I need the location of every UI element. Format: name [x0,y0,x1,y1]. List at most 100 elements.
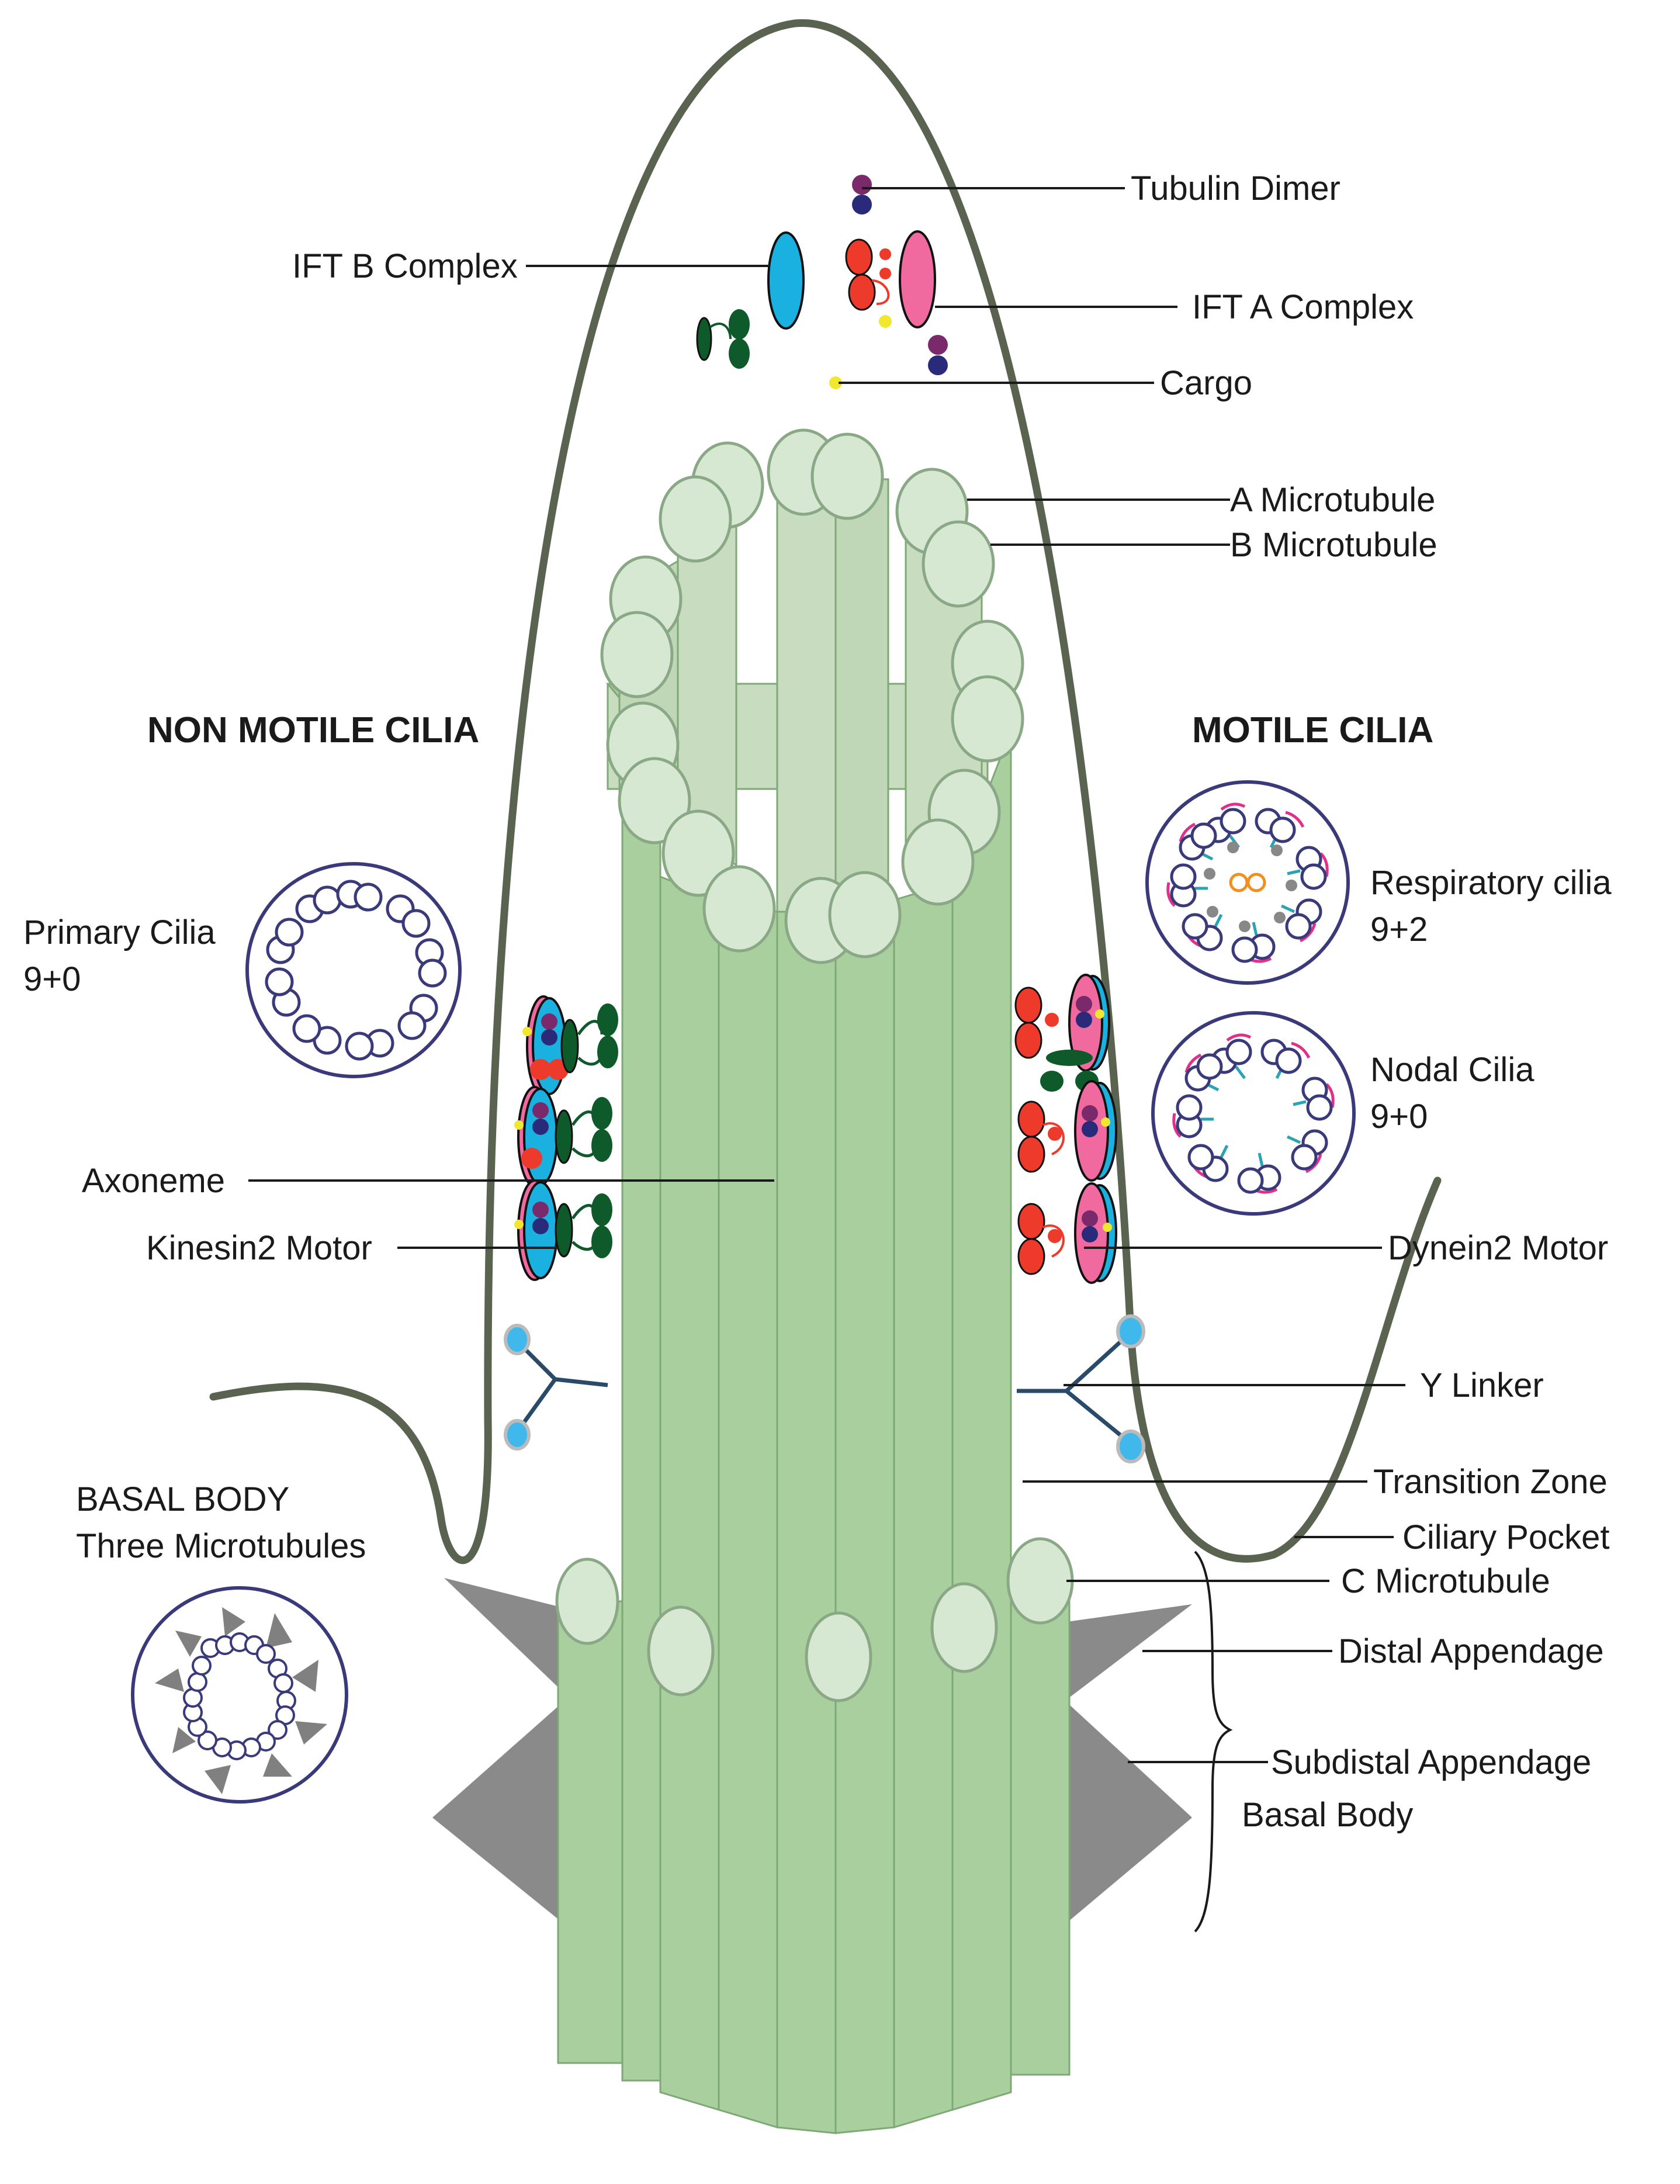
c-microtubule-label: C Microtubule [1341,1562,1550,1600]
tubulin-dimer-icon [532,1119,549,1135]
kinesin-head-icon [560,1019,579,1074]
motor-red-icon [1017,1100,1045,1138]
column-light-center-2 [834,478,889,913]
distal-appendage-label: Distal Appendage [1338,1632,1604,1670]
anterograde-train [514,995,618,1281]
tubulin-dimer-icon [532,1102,549,1119]
kinesin-head-icon [729,338,750,369]
distal-appendages [432,1578,1192,1940]
tubulin-dimer-icon [928,355,948,375]
basal-tubule [930,1582,998,1673]
tip-particles [696,175,948,389]
tubulin-dimer-icon [532,1218,549,1234]
ift-train-left-2 [514,1086,612,1188]
column-1 [557,1600,623,2064]
tubulin-dimer-icon [1076,996,1092,1012]
column-4 [718,899,778,2129]
cargo-icon [1101,1117,1110,1127]
motor-link [1042,1122,1065,1155]
motor-red-icon [1045,1013,1059,1027]
basal-tubule [647,1605,715,1697]
y-linker-tip-icon [1116,1314,1145,1348]
kinesin-head-icon [555,1109,573,1164]
ift-a-complex-icon [899,230,936,328]
motor-red-icon [530,1059,551,1080]
a-tubule [951,675,1024,763]
cargo-icon [514,1120,524,1130]
tubulin-dimer-icon [1082,1226,1098,1242]
kinesin-stalk [571,1204,598,1251]
tubulin-dimer-icon [541,1013,557,1030]
column-6 [834,899,895,2134]
cargo-icon [1095,1009,1104,1019]
column-5 [776,911,837,2134]
tubulin-dimer-icon [532,1202,549,1218]
a-tubule [810,432,884,520]
y-linker-tip-icon [504,1324,531,1355]
b-tubule [922,520,995,608]
motor-red-icon [879,248,891,260]
cargo-icon [1103,1223,1112,1232]
column-3 [659,875,720,2112]
kinesin2-motor-label: Kinesin2 Motor [146,1229,372,1267]
a-tubule [600,611,674,698]
motor-red-icon [1017,1238,1045,1275]
a-tubule [702,865,776,953]
ift-train-right-2 [1017,1080,1117,1182]
kinesin-stalk [709,323,732,340]
respiratory-cilia-cross-section [1145,780,1350,985]
transition-zone-label: Transition Zone [1373,1463,1608,1501]
subdistal-appendage-right [1046,1683,1192,1940]
basal-body-subtitle: Three Microtubules [76,1527,366,1565]
central-pair [1246,873,1266,892]
kinesin-head-icon [591,1226,612,1258]
y-linker-tip-icon [1116,1430,1145,1463]
column-8 [951,730,1012,2112]
a-tubule [901,818,975,906]
axoneme-label: Axoneme [82,1162,225,1200]
basal-tubule [805,1611,872,1702]
tubulin-dimer-icon [928,335,948,355]
cargo-icon [879,315,892,328]
dynein2-motor-label: Dynein2 Motor [1388,1229,1608,1267]
y-linker-label: Y Linker [1420,1366,1544,1404]
y-linker-left [515,1340,608,1434]
distal-appendage-left [444,1578,584,1712]
cargo-icon [829,376,842,389]
tubulin-dimer-icon [852,195,872,214]
kinesin-head-icon [696,317,712,361]
motor-red-icon [1014,987,1042,1024]
tubulin-dimer-icon [1082,1210,1098,1227]
cargo-label: Cargo [1160,364,1252,402]
ciliary-membrane [209,19,1442,1565]
tubulin-dimer-icon [1082,1121,1098,1137]
motor-red-icon [1014,1022,1042,1059]
retrograde-train [1014,974,1117,1284]
respiratory-cilia-formula: 9+2 [1370,911,1428,949]
basal-body-brace [1194,1550,1233,1933]
kinesin-head-icon [555,1203,573,1258]
tubulin-dimer-icon [541,1029,557,1046]
cargo-icon [522,1027,532,1036]
motor-link [1042,1224,1065,1258]
subdistal-appendage-left [432,1683,584,1940]
tubulin-dimer-icon [1082,1105,1098,1122]
motile-heading: MOTILE CILIA [1192,710,1433,750]
motor-red-icon [1048,1127,1062,1141]
doublet-ring [600,428,1024,964]
motor-red-icon [1017,1136,1045,1173]
primary-cilia-cross-section [245,862,462,1078]
motor-red-icon [848,274,876,311]
motor-link [871,279,890,305]
y-linker-tip-icon [504,1419,531,1451]
kinesin-head-icon [1040,1071,1064,1092]
axoneme-columns [557,478,1071,2134]
tubulin-dimer-icon [852,175,872,195]
kinesin-stalk [577,1020,604,1066]
subdistal-appendage-label: Subdistal Appendage [1271,1743,1591,1781]
primary-cilia-formula: 9+0 [23,960,81,998]
ift-train-left-1 [522,995,618,1097]
motor-red-icon [1017,1203,1045,1240]
kinesin-head-icon [729,309,750,340]
ift-train-right-3 [1017,1182,1117,1284]
